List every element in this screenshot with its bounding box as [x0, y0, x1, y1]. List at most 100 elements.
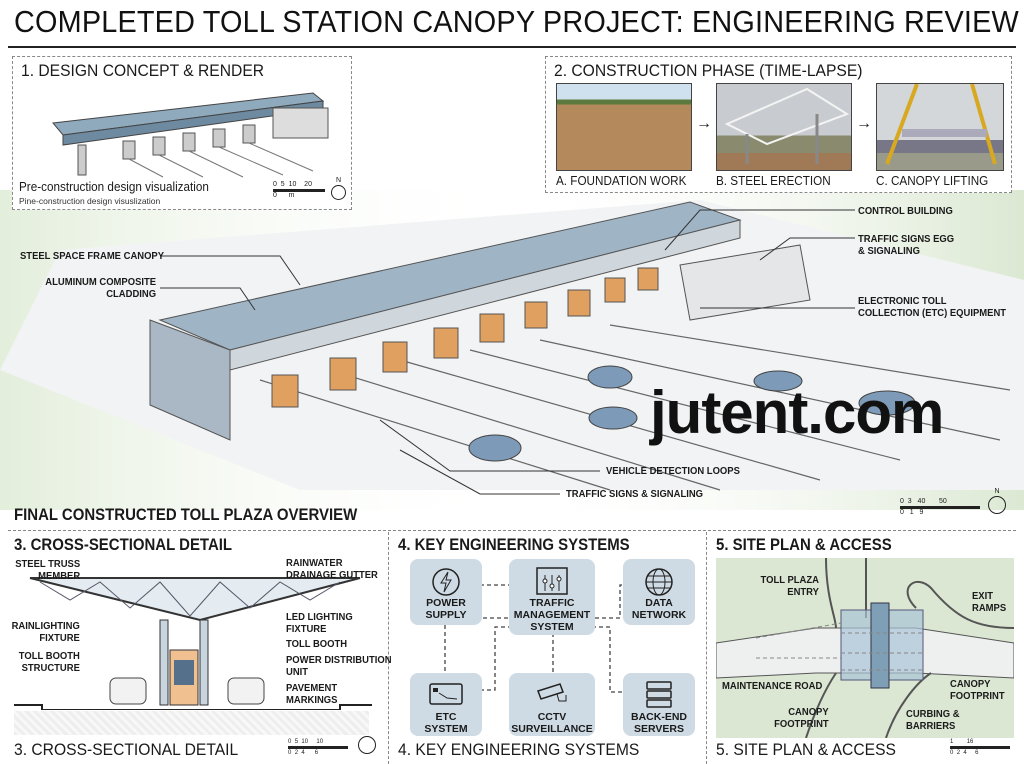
- system-label: DATA: [645, 597, 673, 609]
- label-line: TOLL BOOTH: [18, 650, 80, 662]
- label-line: FOOTPRINT: [950, 690, 1005, 702]
- label-toll-booth: TOLL BOOTH: [286, 638, 348, 650]
- system-label: SURVEILLANCE: [511, 723, 593, 735]
- panel5-footer: 5. SITE PLAN & ACCESS: [716, 740, 896, 759]
- sliders-icon: [536, 567, 568, 595]
- panel5-scale-bar: 1 16 0 2 4 6: [950, 738, 1010, 757]
- scale-tick: 5: [280, 181, 285, 188]
- label-line: CURBING &: [906, 708, 960, 720]
- scale-tick: 10: [288, 181, 297, 188]
- panel5-heading: 5. SITE PLAN & ACCESS: [716, 535, 892, 554]
- system-label: ETC: [435, 711, 457, 723]
- label-line: DRAINAGE GUTTER: [286, 569, 378, 581]
- label-line: EXIT: [972, 590, 994, 602]
- callout-line: ELECTRONIC TOLL: [858, 295, 947, 307]
- scale-tick: 2: [294, 750, 299, 756]
- step-label-canopy: C. CANOPY LIFTING: [876, 173, 989, 188]
- section-divider: [388, 532, 389, 764]
- arrow-icon: →: [696, 115, 712, 132]
- scale-tick: 0: [273, 192, 277, 199]
- design-render-image: [52, 92, 329, 178]
- scale-tick: 16: [966, 739, 974, 745]
- callout-control-building: CONTROL BUILDING: [858, 205, 953, 217]
- scale-tick: 40: [917, 498, 926, 505]
- title-rule: [8, 46, 1016, 48]
- label-line: RAMPS: [972, 602, 1007, 614]
- north-label: N: [335, 177, 342, 184]
- scale-tick: 0: [273, 181, 277, 188]
- server-icon: [646, 681, 672, 708]
- scale-tick: 6: [314, 750, 319, 756]
- scale-tick: 3: [907, 498, 912, 505]
- label-line: RAINWATER: [286, 557, 343, 569]
- callout-cladding-line1: ALUMINUM COMPOSITE: [45, 276, 156, 288]
- page-title: COMPLETED TOLL STATION CANOPY PROJECT: E…: [14, 4, 1019, 39]
- label-line: FIXTURE: [39, 632, 80, 644]
- label-line: LED LIGHTING: [286, 611, 353, 623]
- label-curbing-barriers: CURBING &BARRIERS: [906, 708, 960, 732]
- system-label: POWER: [426, 597, 466, 609]
- label-line: BARRIERS: [906, 720, 956, 732]
- panel4-footer: 4. KEY ENGINEERING SYSTEMS: [398, 740, 640, 759]
- scale-tick: 10: [316, 739, 324, 745]
- label-line: CANOPY: [788, 706, 829, 718]
- site-plan-map: [716, 558, 1014, 738]
- globe-icon: [645, 568, 673, 596]
- panel1-caption-dup: Pine-construction design visuslization: [19, 196, 161, 206]
- label-line: MARKINGS: [286, 694, 338, 706]
- arrow-icon: →: [856, 115, 872, 132]
- scale-tick: 4: [963, 750, 967, 756]
- system-label: SYSTEM: [424, 723, 468, 735]
- photo-steel-erection: [716, 83, 852, 171]
- label-line: STRUCTURE: [21, 662, 80, 674]
- north-arrow-icon: N: [331, 177, 346, 200]
- card-icon: [429, 683, 463, 705]
- camera-icon: [537, 683, 567, 702]
- panel4-heading: 4. KEY ENGINEERING SYSTEMS: [398, 535, 630, 554]
- scale-tick: 50: [938, 498, 947, 505]
- callout-line: & SIGNALING: [858, 245, 920, 257]
- scale-tick: 4: [301, 750, 305, 756]
- overview-heading: FINAL CONSTRUCTED TOLL PLAZA OVERVIEW: [14, 505, 358, 524]
- label-line: FOOTPRINT: [774, 718, 829, 730]
- north-arrow-icon: [358, 736, 376, 754]
- scale-tick: 0: [288, 750, 292, 756]
- scale-tick: m: [288, 192, 295, 199]
- label-line: POWER DISTRIBUTION: [286, 654, 392, 666]
- scale-tick: 9: [919, 509, 924, 516]
- panel3-footer: 3. CROSS-SECTIONAL DETAIL: [14, 740, 239, 759]
- scale-tick: 1: [909, 509, 914, 516]
- lightning-icon: [432, 568, 460, 596]
- system-label: SYSTEM: [530, 621, 574, 633]
- ground-hatch: [14, 711, 369, 735]
- system-label: NETWORK: [631, 609, 687, 621]
- label-line: RAINLIGHTING: [11, 620, 80, 632]
- north-arrow-icon: N: [988, 488, 1006, 514]
- scale-tick: 1: [950, 739, 954, 745]
- callout-steel-frame: STEEL SPACE FRAME CANOPY: [20, 250, 165, 262]
- panel1-scale-bar: 0 5 10 20 0 m: [273, 181, 325, 200]
- cross-section-drawing: [14, 577, 372, 710]
- scale-tick: 2: [956, 750, 961, 756]
- panel2-heading: 2. CONSTRUCTION PHASE (TIME-LAPSE): [554, 61, 863, 80]
- system-label: BACK-END: [631, 711, 687, 723]
- callout-line: TRAFFIC SIGNS EGG: [858, 233, 955, 245]
- label-line: MEMBER: [37, 570, 80, 582]
- system-label: MANAGEMENT: [513, 609, 591, 621]
- callout-detection-loops: VEHICLE DETECTION LOOPS: [606, 465, 740, 477]
